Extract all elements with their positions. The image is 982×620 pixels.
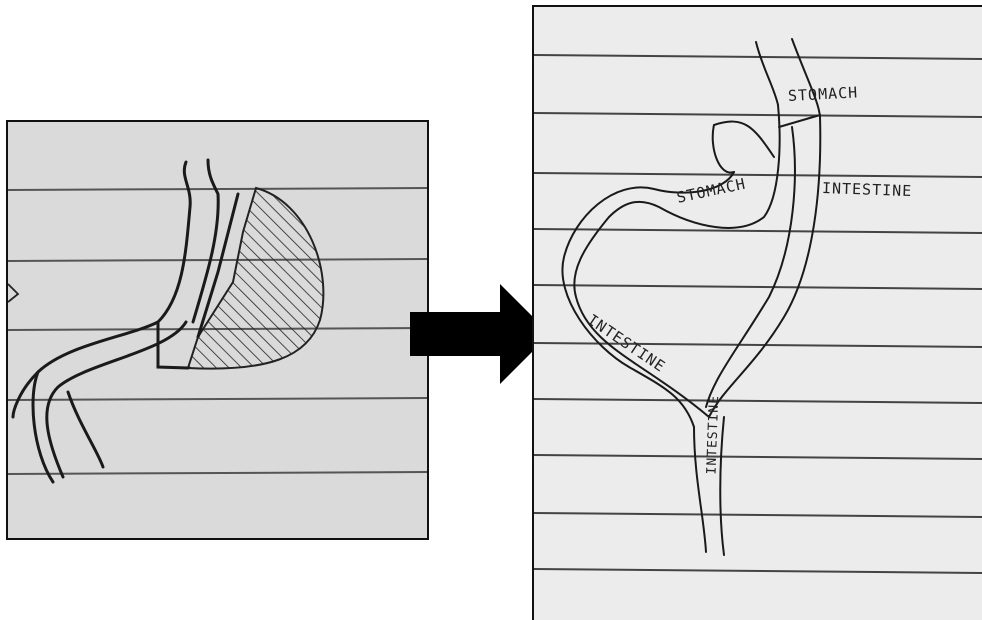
label-stomach-top: STOMACH xyxy=(788,83,859,105)
tract-outline xyxy=(562,39,820,555)
right-sketch-panel: STOMACH STOMACH INTESTINE INTESTINE INTE… xyxy=(532,5,982,620)
left-sketch-drawing xyxy=(8,122,429,540)
left-sketch-panel xyxy=(6,120,429,540)
right-arrow-icon xyxy=(410,284,550,384)
edge-mark xyxy=(8,284,18,302)
label-intestine-bottom: INTESTINE xyxy=(705,395,723,475)
tube-outline xyxy=(13,160,238,482)
right-sketch-drawing xyxy=(534,7,982,620)
hatched-organ xyxy=(188,188,323,369)
label-intestine-right: INTESTINE xyxy=(822,179,913,200)
